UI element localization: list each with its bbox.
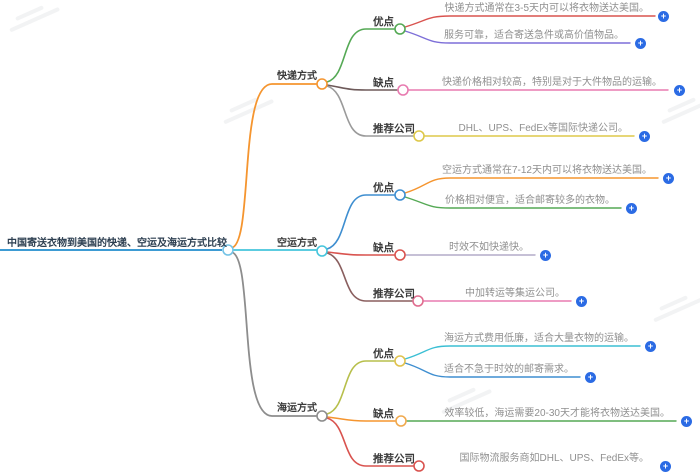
sub-label-express-pros[interactable]: 优点 — [373, 16, 394, 28]
leaf-express-pros-1[interactable]: 快递方式通常在3-5天内可以将衣物送达美国。 — [444, 3, 649, 14]
edge-sea-cons — [326, 416, 396, 422]
expand-plus-button[interactable]: + — [674, 85, 685, 96]
expand-plus-button[interactable]: + — [658, 11, 669, 22]
edge-sea-pros-leaf1 — [404, 345, 641, 360]
expand-plus-button[interactable]: + — [635, 38, 646, 49]
edge-sea-rec — [326, 417, 414, 467]
node-dot-express-rec[interactable] — [413, 130, 425, 142]
edge-express-pros — [326, 28, 395, 83]
node-dot-air-cons[interactable] — [394, 249, 406, 261]
node-dot-air[interactable] — [316, 245, 328, 257]
edge-root-sea — [230, 251, 317, 417]
sub-label-express-cons[interactable]: 缺点 — [373, 77, 394, 89]
node-dot-air-pros[interactable] — [394, 189, 406, 201]
expand-plus-button[interactable]: + — [681, 416, 692, 427]
leaf-sea-pros-2[interactable]: 适合不急于时效的邮寄需求。 — [444, 364, 574, 375]
sub-label-air-pros[interactable]: 优点 — [373, 182, 394, 194]
edge-express-cons — [326, 84, 398, 91]
edge-express-pros-leaf1 — [404, 15, 656, 28]
edge-sea-pros — [326, 360, 395, 415]
leaf-express-rec-1[interactable]: DHL、UPS、FedEx等国际快递公司。 — [458, 123, 628, 134]
edge-air-pros-leaf2 — [404, 196, 622, 209]
edge-air-rec — [326, 252, 413, 302]
node-dot-express-pros[interactable] — [394, 23, 406, 35]
node-dot-root[interactable] — [222, 244, 234, 256]
edge-air-pros — [326, 194, 395, 250]
sub-label-sea-cons[interactable]: 缺点 — [373, 408, 394, 420]
root-node-label[interactable]: 中国寄送衣物到美国的快递、空运及海运方式比较 — [7, 238, 227, 249]
sub-label-sea-rec[interactable]: 推荐公司 — [373, 453, 415, 465]
edge-root-express — [230, 83, 317, 249]
expand-plus-button[interactable]: + — [660, 461, 671, 472]
node-dot-sea-pros[interactable] — [394, 355, 406, 367]
leaf-sea-rec-1[interactable]: 国际物流服务商如DHL、UPS、FedEx等。 — [459, 453, 649, 464]
expand-plus-button[interactable]: + — [639, 131, 650, 142]
edge-air-cons — [326, 251, 395, 256]
branch-label-sea[interactable]: 海运方式 — [277, 403, 317, 414]
node-dot-sea-cons[interactable] — [395, 415, 407, 427]
leaf-air-cons-1[interactable]: 时效不如快递快。 — [449, 242, 529, 253]
leaf-express-pros-2[interactable]: 服务可靠，适合寄送急件或高价值物品。 — [444, 30, 624, 41]
edge-express-rec — [326, 85, 414, 137]
sub-label-sea-pros[interactable]: 优点 — [373, 348, 394, 360]
sub-label-air-cons[interactable]: 缺点 — [373, 242, 394, 254]
node-dot-sea-rec[interactable] — [413, 460, 425, 472]
branch-label-air[interactable]: 空运方式 — [277, 238, 317, 249]
node-dot-sea[interactable] — [316, 410, 328, 422]
node-dot-air-rec[interactable] — [412, 295, 424, 307]
edge-express-pros-leaf2 — [404, 30, 631, 44]
expand-plus-button[interactable]: + — [663, 173, 674, 184]
leaf-air-rec-1[interactable]: 中加转运等集运公司。 — [465, 288, 565, 299]
expand-plus-button[interactable]: + — [626, 203, 637, 214]
expand-plus-button[interactable]: + — [585, 372, 596, 383]
leaf-air-pros-2[interactable]: 价格相对便宜，适合邮寄较多的衣物。 — [445, 195, 615, 206]
node-dot-express[interactable] — [316, 78, 328, 90]
sub-label-express-rec[interactable]: 推荐公司 — [373, 123, 415, 135]
expand-plus-button[interactable]: + — [540, 250, 551, 261]
leaf-sea-pros-1[interactable]: 海运方式费用低廉，适合大量衣物的运输。 — [444, 333, 634, 344]
branch-label-express[interactable]: 快递方式 — [277, 71, 317, 82]
leaf-air-pros-1[interactable]: 空运方式通常在7-12天内可以将衣物送达美国。 — [441, 165, 652, 176]
expand-plus-button[interactable]: + — [576, 296, 587, 307]
edge-air-pros-leaf1 — [404, 177, 659, 194]
leaf-express-cons-1[interactable]: 快递价格相对较高，特别是对于大件物品的运输。 — [442, 77, 662, 88]
sub-label-air-rec[interactable]: 推荐公司 — [373, 288, 415, 300]
node-dot-express-cons[interactable] — [397, 84, 409, 96]
expand-plus-button[interactable]: + — [645, 341, 656, 352]
edge-sea-pros-leaf2 — [404, 362, 581, 378]
leaf-sea-cons-1[interactable]: 效率较低，海运需要20-30天才能将衣物送达美国。 — [444, 408, 670, 419]
